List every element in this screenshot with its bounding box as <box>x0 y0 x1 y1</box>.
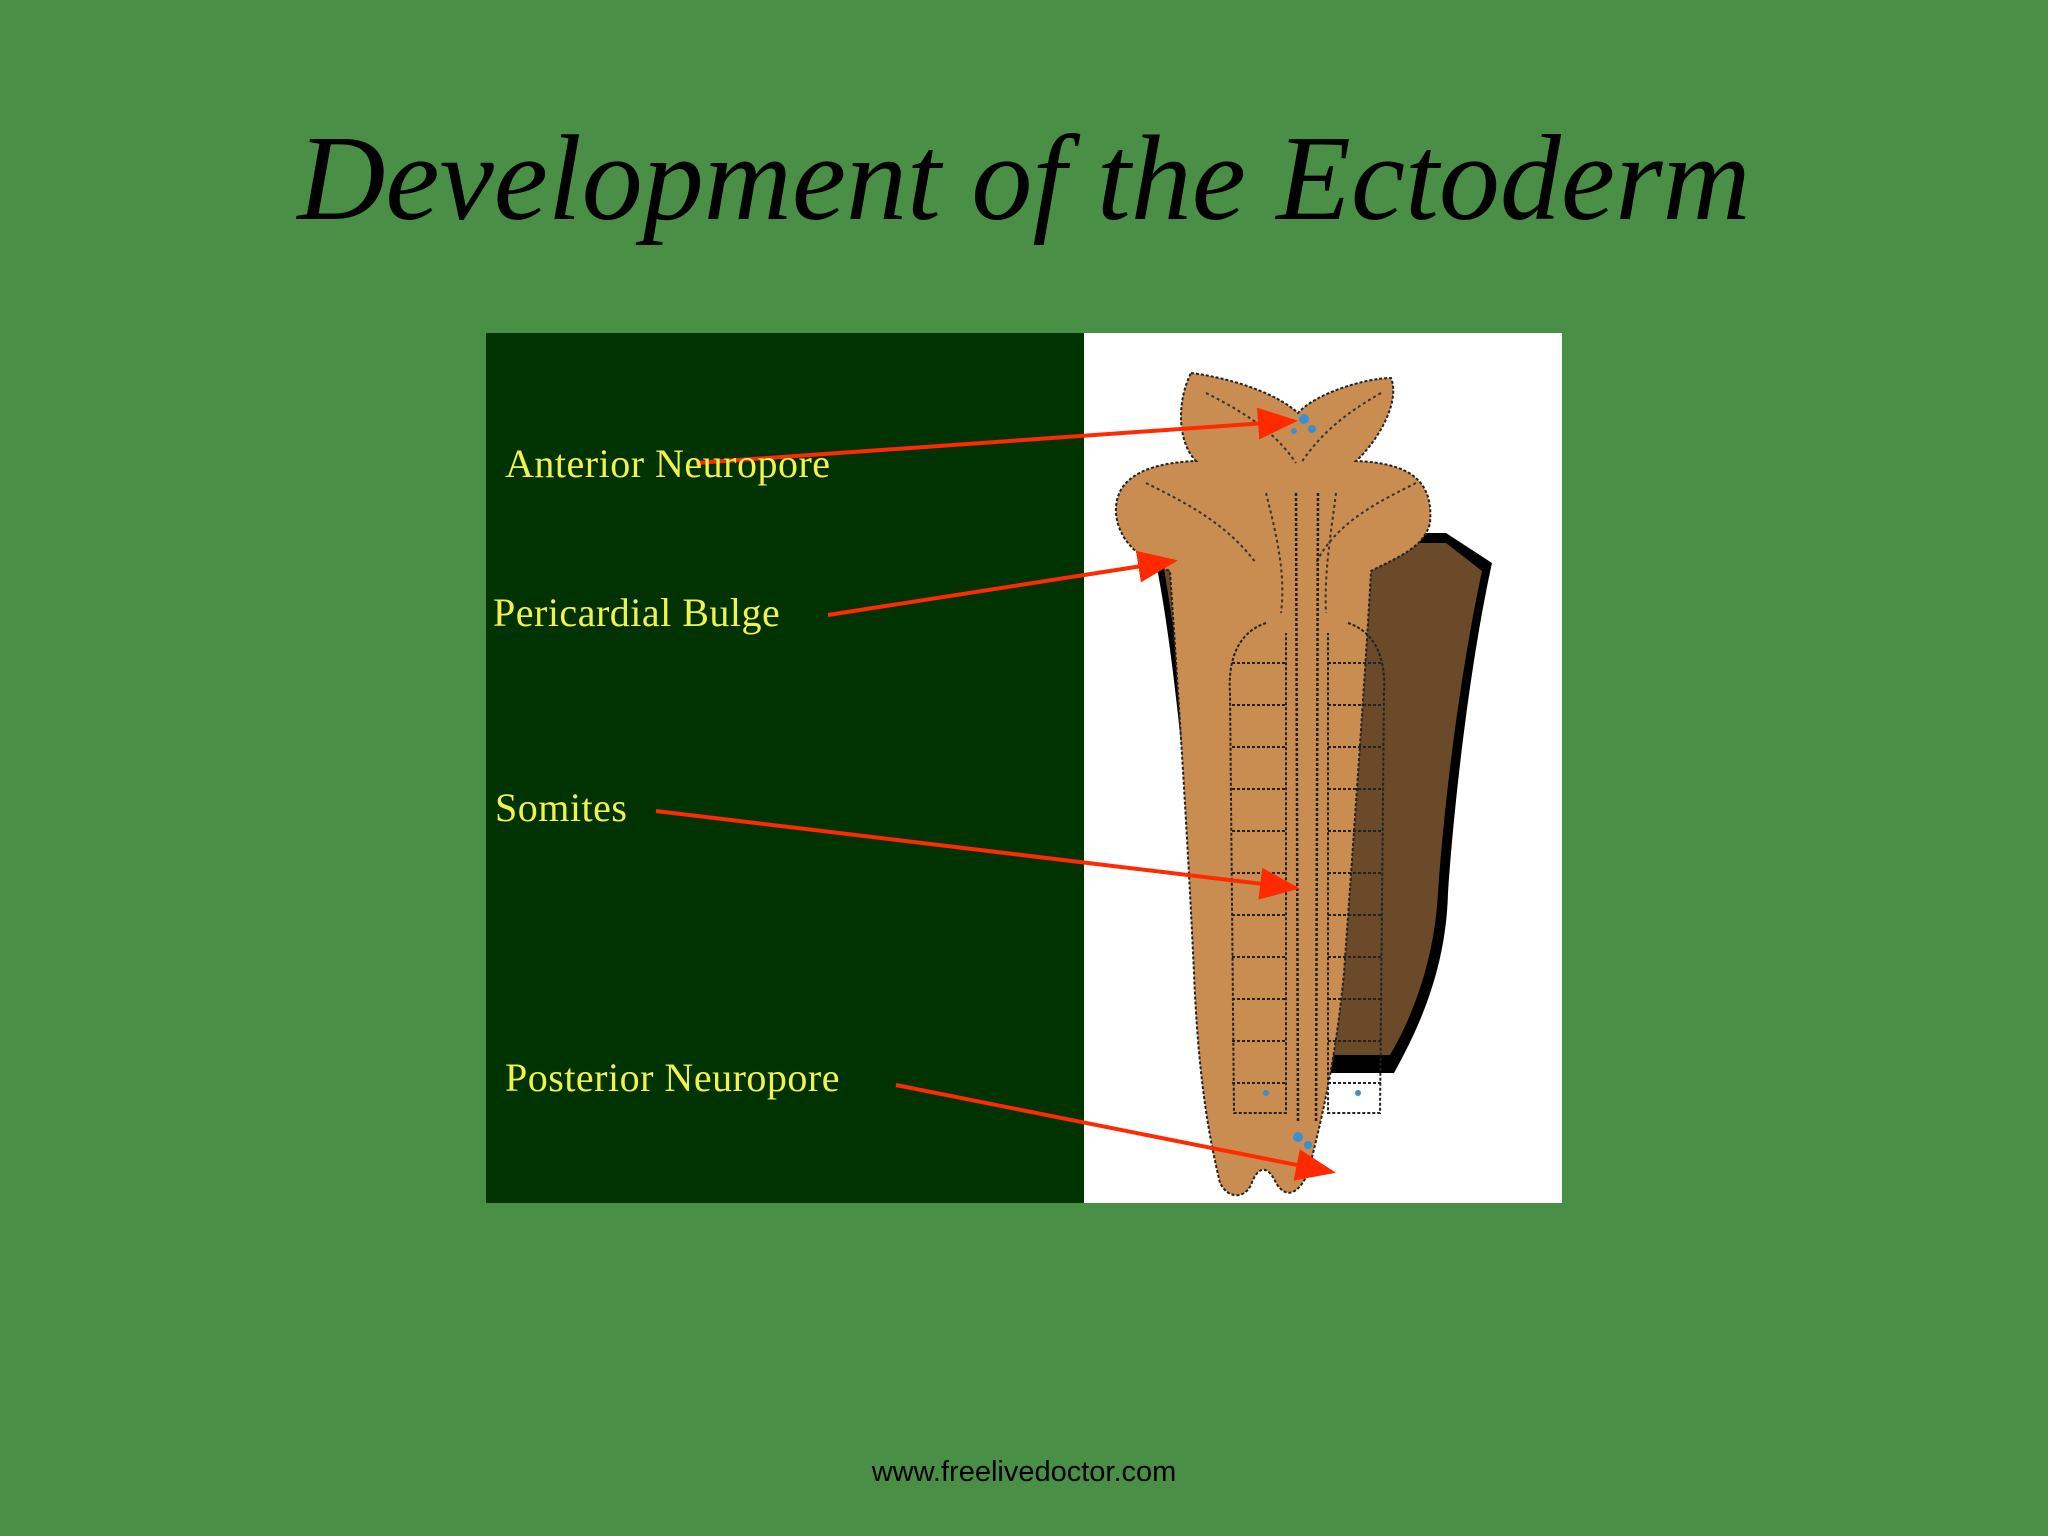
label-posterior-neuropore: Posterior Neuropore <box>505 1055 840 1100</box>
arrow-posterior-neuropore <box>895 1083 1336 1181</box>
right-somite-column <box>1327 622 1386 1114</box>
arrow-somites <box>655 809 1300 900</box>
label-somites: Somites <box>495 785 628 830</box>
neural-groove <box>1294 492 1320 1124</box>
arrow-anterior-neuropore <box>695 407 1298 465</box>
embryo-diagram <box>486 333 1562 1203</box>
left-somite-column <box>1228 622 1287 1114</box>
slide-title: Development of the Ectoderm <box>297 111 1751 246</box>
footer-url: www.freelivedoctor.com <box>871 1456 1177 1488</box>
arrow-pericardial-bulge <box>827 550 1178 617</box>
label-anterior-neuropore: Anterior Neuropore <box>505 441 831 486</box>
label-pericardial-bulge: Pericardial Bulge <box>493 590 781 635</box>
label-panel <box>486 333 1084 1203</box>
embryo-figure: Anterior Neuropore Pericardial Bulge Som… <box>486 333 1562 1203</box>
somite-divisions <box>1232 662 1382 1084</box>
